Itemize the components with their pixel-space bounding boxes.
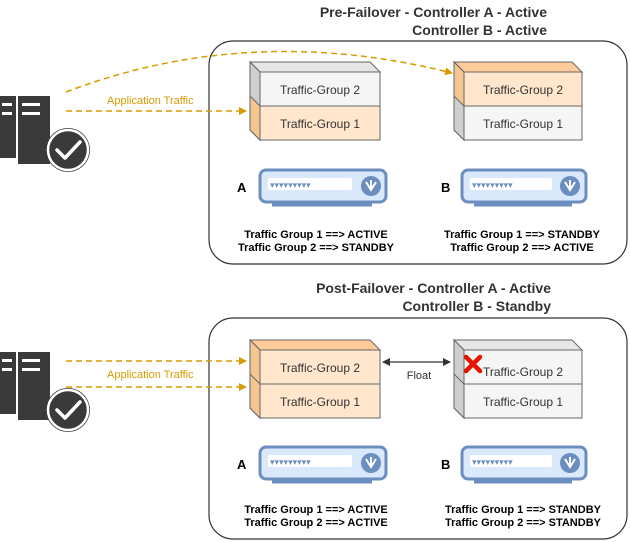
- post-a-top-label: Traffic-Group 2: [280, 361, 360, 375]
- pre-device-b-icon: ▾▾▾▾▾▾▾▾▾: [460, 168, 588, 207]
- post-traffic-label: Application Traffic: [107, 369, 194, 381]
- post-a-bottom-label: Traffic-Group 1: [280, 395, 360, 409]
- post-b-top-label: Traffic-Group 2: [483, 365, 563, 379]
- pre-a-status-2: Traffic Group 2 ==> STANDBY: [238, 242, 395, 254]
- post-device-a-icon: ▾▾▾▾▾▾▾▾▾: [258, 445, 388, 484]
- pre-a-status-1: Traffic Group 1 ==> ACTIVE: [244, 229, 388, 241]
- pre-a-label: A: [237, 180, 247, 195]
- pre-b-status-1: Traffic Group 1 ==> STANDBY: [444, 229, 601, 241]
- pre-stack-a: Traffic-Group 2 Traffic-Group 1: [248, 60, 382, 142]
- pre-traffic-arrow-to-b: [65, 50, 453, 93]
- post-b-status-1: Traffic Group 1 ==> STANDBY: [445, 504, 602, 516]
- post-server-icon: [0, 352, 90, 432]
- post-stack-a: Traffic-Group 2 Traffic-Group 1: [248, 338, 382, 420]
- float-label: Float: [407, 370, 431, 382]
- pre-server-icon: [0, 96, 90, 172]
- svg-text:▾▾▾▾▾▾▾▾▾: ▾▾▾▾▾▾▾▾▾: [270, 458, 311, 468]
- post-b-status-2: Traffic Group 2 ==> STANDBY: [445, 517, 602, 529]
- post-a-label: A: [237, 457, 247, 472]
- pre-a-bottom-label: Traffic-Group 1: [280, 117, 360, 131]
- post-title-line2: Controller B - Standby: [402, 298, 551, 314]
- post-a-status-1: Traffic Group 1 ==> ACTIVE: [244, 504, 388, 516]
- pre-title-line2: Controller B - Active: [412, 22, 547, 38]
- svg-text:▾▾▾▾▾▾▾▾▾: ▾▾▾▾▾▾▾▾▾: [270, 181, 311, 191]
- pre-b-top-label: Traffic-Group 2: [483, 83, 563, 97]
- pre-b-bottom-label: Traffic-Group 1: [483, 117, 563, 131]
- post-b-bottom-label: Traffic-Group 1: [483, 395, 563, 409]
- pre-b-label: B: [441, 180, 450, 195]
- pre-stack-b: Traffic-Group 2 Traffic-Group 1: [452, 60, 584, 142]
- svg-text:▾▾▾▾▾▾▾▾▾: ▾▾▾▾▾▾▾▾▾: [472, 181, 513, 191]
- red-x-icon: [463, 354, 483, 374]
- post-device-b-icon: ▾▾▾▾▾▾▾▾▾: [460, 445, 588, 484]
- pre-device-a-icon: ▾▾▾▾▾▾▾▾▾: [258, 168, 388, 207]
- post-stack-b: Traffic-Group 2 Traffic-Group 1: [452, 338, 584, 420]
- pre-title-line1: Pre-Failover - Controller A - Active: [320, 4, 547, 20]
- pre-traffic-label: Application Traffic: [107, 95, 194, 107]
- pre-a-top-label: Traffic-Group 2: [280, 83, 360, 97]
- post-title-line1: Post-Failover - Controller A - Active: [316, 280, 551, 296]
- post-a-status-2: Traffic Group 2 ==> ACTIVE: [244, 517, 388, 529]
- svg-text:▾▾▾▾▾▾▾▾▾: ▾▾▾▾▾▾▾▾▾: [472, 458, 513, 468]
- post-b-label: B: [441, 457, 450, 472]
- pre-b-status-2: Traffic Group 2 ==> ACTIVE: [450, 242, 594, 254]
